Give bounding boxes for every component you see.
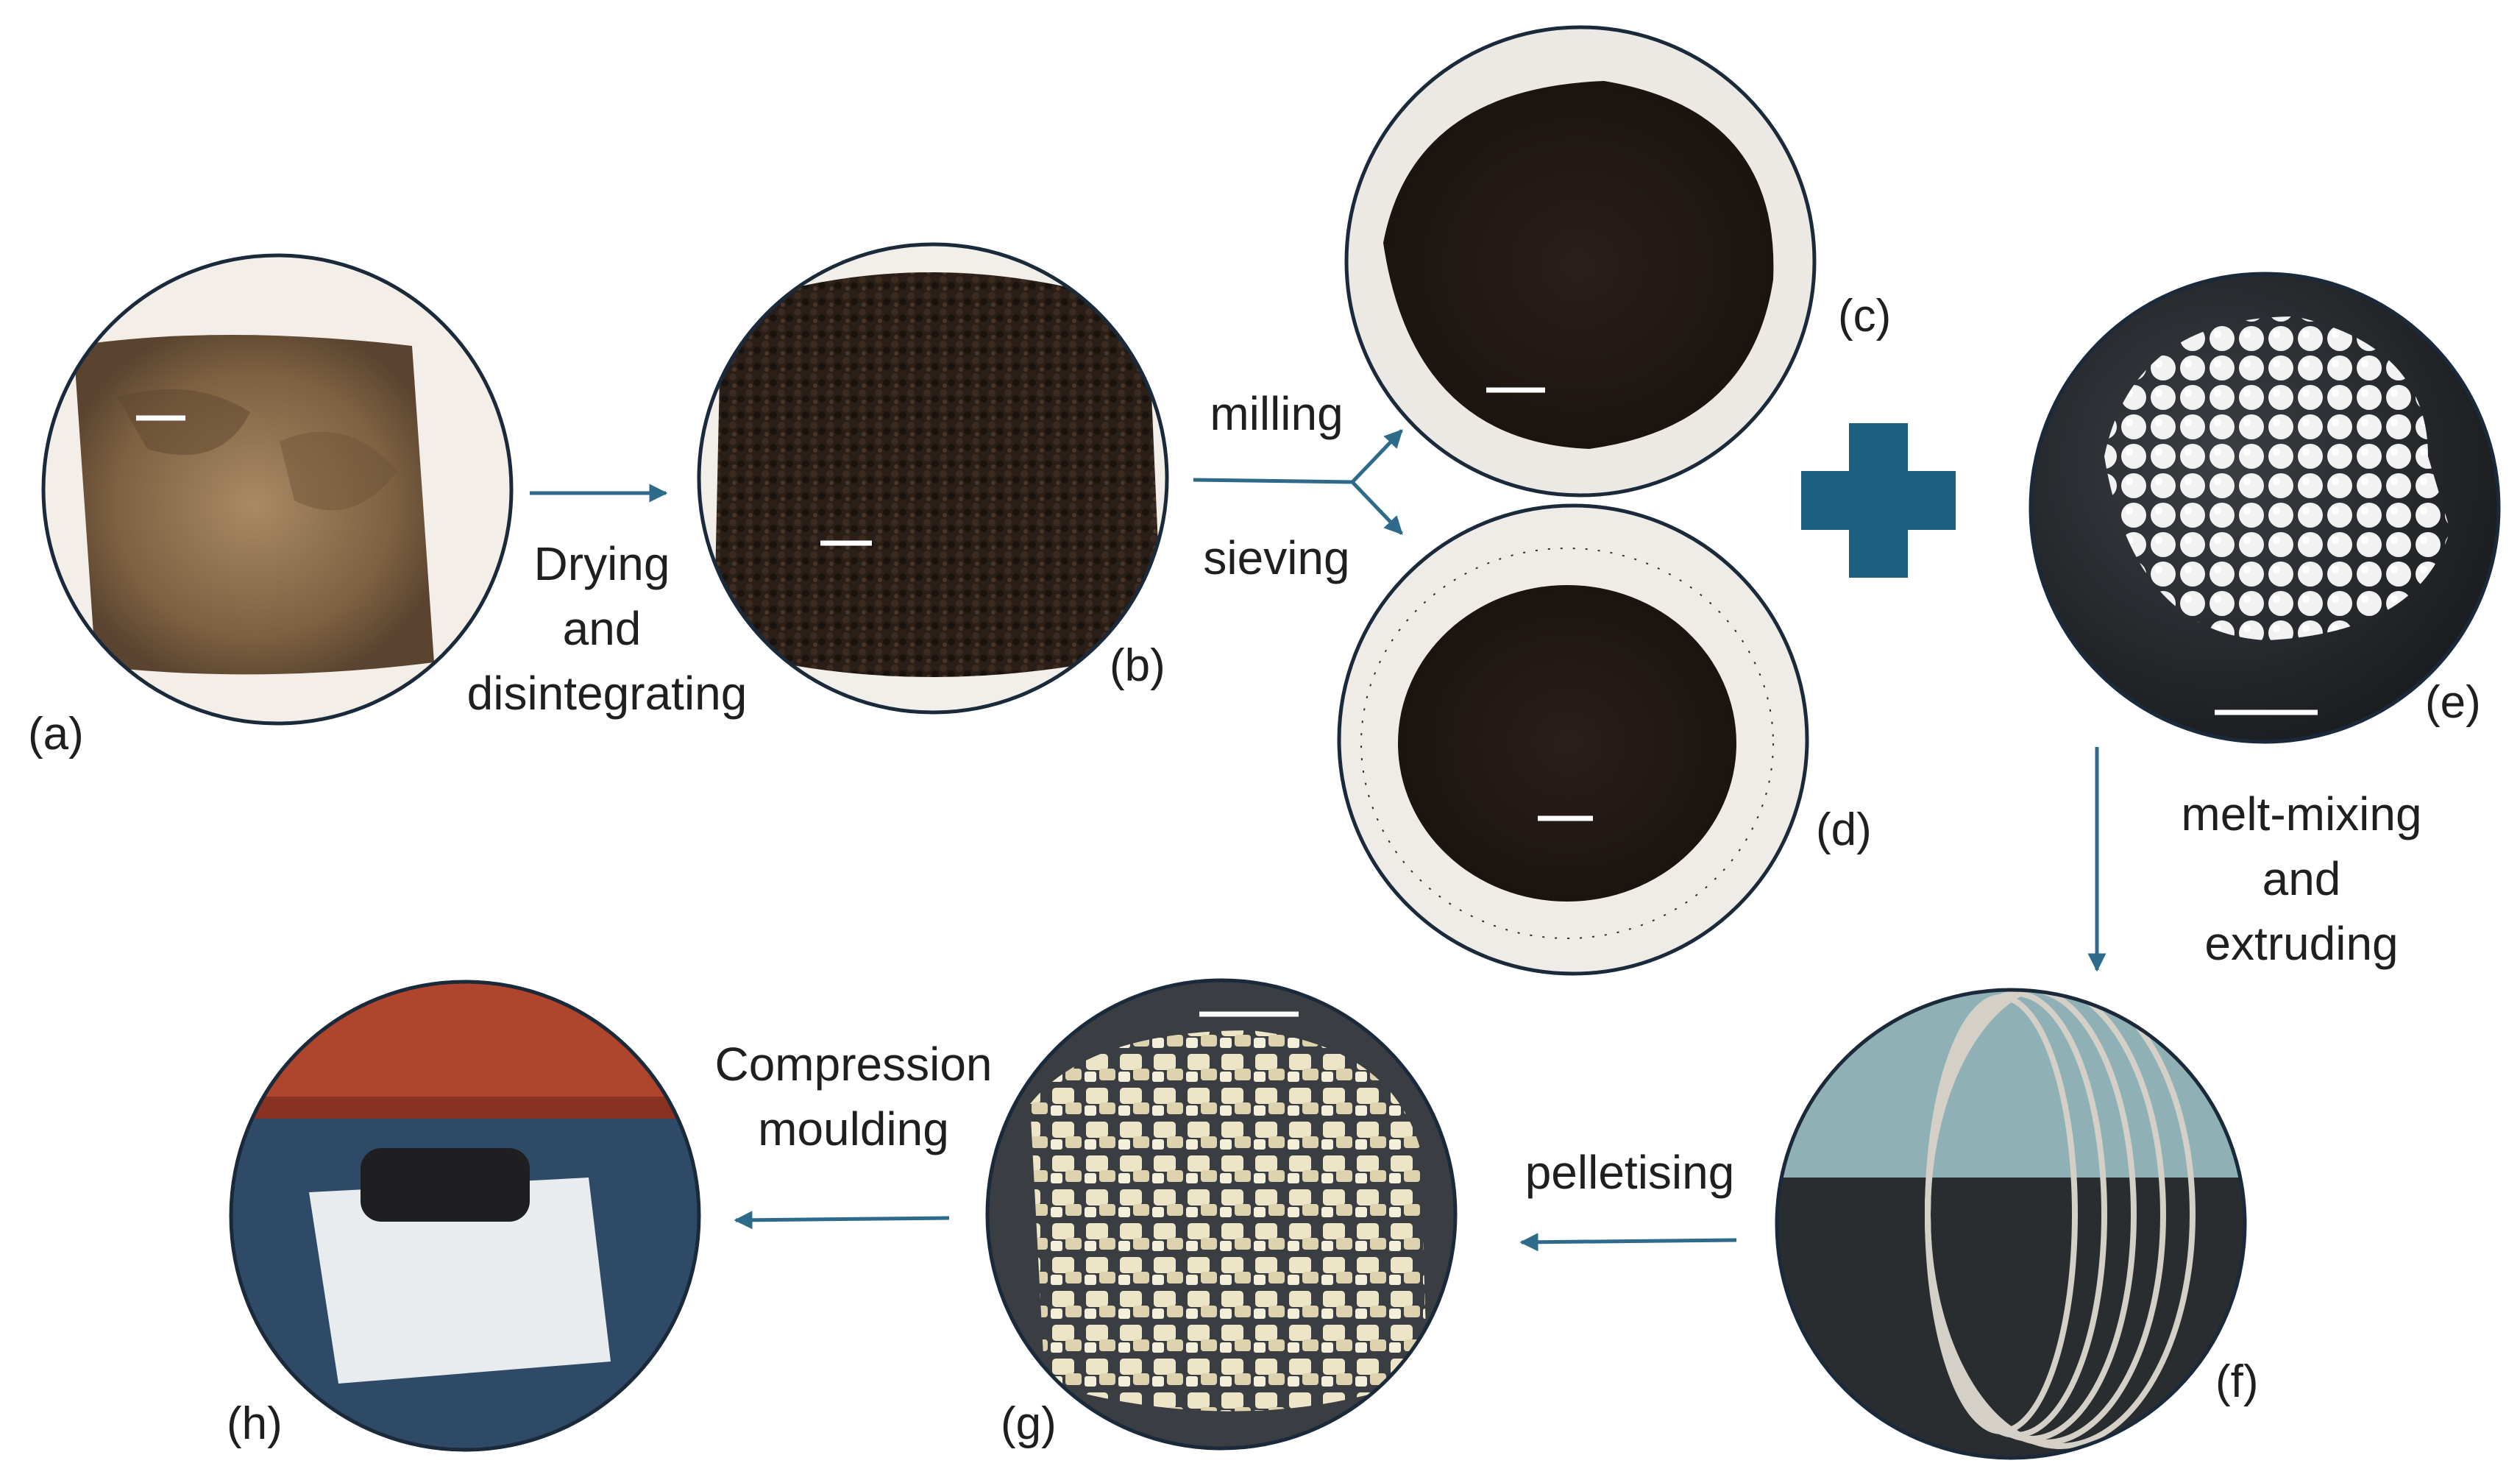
step-drying-line-1: Drying [534,537,670,590]
step-sieving: sieving [1203,531,1349,584]
panel-label-d: (d) [1816,804,1872,855]
step-pelletising: pelletising [1525,1146,1735,1199]
plus-icon [1801,423,1956,578]
panel-label-a: (a) [28,709,84,760]
panel-label-h: (h) [227,1398,283,1449]
step-compression-line-2: moulding [758,1102,949,1155]
panel-a-image [41,253,514,726]
panel-b-image [697,242,1169,715]
panel-g-image [985,978,1458,1451]
panel-d-image [1337,503,1809,976]
step-melt-mixing-line-3: extruding [2204,917,2398,970]
panel-c-image [1344,25,1817,498]
step-milling: milling [1210,387,1343,440]
step-melt-mixing-line-2: and [2262,852,2341,905]
panel-e-image [2029,272,2501,744]
panel-label-b: (b) [1110,640,1165,691]
step-compression-line-1: Compression [714,1038,992,1091]
step-melt-mixing-line-1: melt-mixing [2181,787,2421,840]
panel-label-g: (g) [1001,1398,1057,1449]
panel-h-image [229,980,701,1452]
arrow-milling-sieving [1193,429,1403,535]
panel-label-c: (c) [1838,291,1891,341]
arrow-pelletising [1519,1233,1737,1252]
panel-label-f: (f) [2215,1356,2259,1407]
panel-label-e: (e) [2425,677,2481,728]
arrow-compression [734,1211,950,1230]
step-drying-line-3: disintegrating [467,667,748,720]
step-drying-line-2: and [563,602,642,655]
panel-f-image [1775,988,2247,1460]
